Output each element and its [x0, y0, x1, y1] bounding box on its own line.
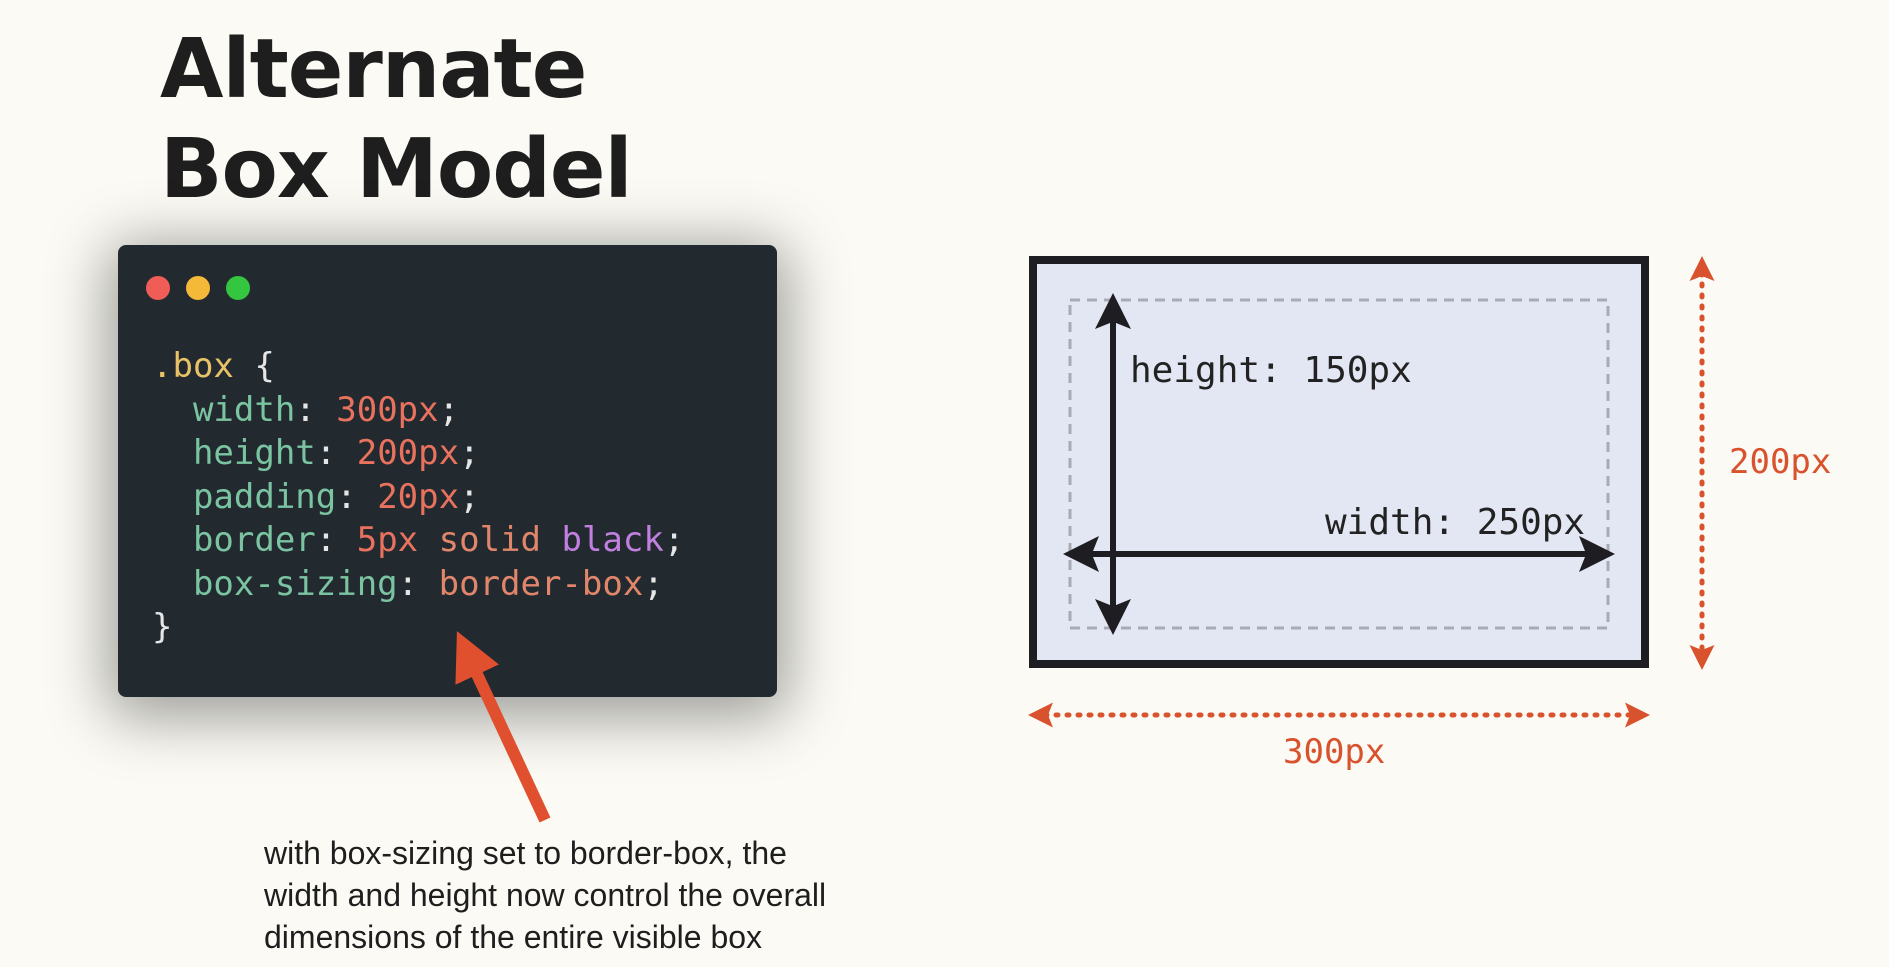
- code-token: ;: [459, 476, 480, 517]
- code-token: .box: [152, 346, 234, 386]
- code-token: 200px: [356, 433, 460, 473]
- caption-line-2: width and height now control the overall: [264, 877, 827, 913]
- maximize-dot-icon: [226, 276, 250, 300]
- caption-line-3: dimensions of the entire visible box: [264, 919, 763, 955]
- title-line-2: Box Model: [160, 122, 633, 217]
- code-window: .box { width: 300px; height: 200px; padd…: [118, 245, 777, 697]
- code-token: border-box: [438, 563, 644, 604]
- content-area-dashed: [1068, 298, 1610, 630]
- code-token: :: [315, 520, 357, 560]
- outer-width-label: 300px: [1283, 732, 1386, 772]
- slide-title: Alternate Box Model: [160, 20, 633, 220]
- code-line: }: [152, 606, 684, 650]
- title-line-1: Alternate: [160, 22, 587, 117]
- outer-height-label: 200px: [1729, 442, 1832, 482]
- code-token: {: [233, 346, 275, 386]
- code-line: padding: 20px;: [152, 476, 684, 520]
- css-code-block: .box { width: 300px; height: 200px; padd…: [152, 345, 684, 650]
- code-token: ;: [663, 520, 685, 560]
- code-token: padding: [152, 476, 337, 517]
- code-token: ;: [459, 433, 480, 473]
- code-token: 300px: [336, 389, 439, 430]
- code-line: height: 200px;: [152, 432, 684, 476]
- code-token: solid: [438, 520, 541, 560]
- box-border: [1029, 256, 1649, 668]
- caption-line-1: with box-sizing set to border-box, the: [264, 835, 787, 871]
- code-token: box-sizing: [152, 563, 398, 604]
- code-token: ;: [643, 563, 664, 604]
- code-token: ;: [438, 389, 460, 430]
- content-width-label: width: 250px: [1325, 502, 1586, 543]
- code-token: :: [295, 389, 337, 430]
- close-dot-icon: [146, 276, 170, 300]
- code-token: black: [561, 520, 664, 560]
- code-token: 5px: [356, 520, 419, 560]
- code-token: :: [336, 476, 378, 517]
- code-token: :: [397, 563, 439, 604]
- callout-arrow-icon: [455, 631, 551, 823]
- code-line: .box {: [152, 345, 684, 389]
- code-token: 20px: [377, 476, 460, 517]
- code-token: border: [152, 520, 316, 560]
- code-token: :: [315, 433, 357, 473]
- code-token: }: [152, 607, 173, 647]
- content-height-label: height: 150px: [1130, 350, 1412, 391]
- code-line: width: 300px;: [152, 389, 684, 433]
- minimize-dot-icon: [186, 276, 210, 300]
- explanation-caption: with box-sizing set to border-box, the w…: [264, 832, 964, 958]
- code-token: width: [152, 389, 296, 430]
- code-token: height: [152, 433, 316, 473]
- code-line: border: 5px solid black;: [152, 519, 684, 563]
- code-line: box-sizing: border-box;: [152, 563, 684, 607]
